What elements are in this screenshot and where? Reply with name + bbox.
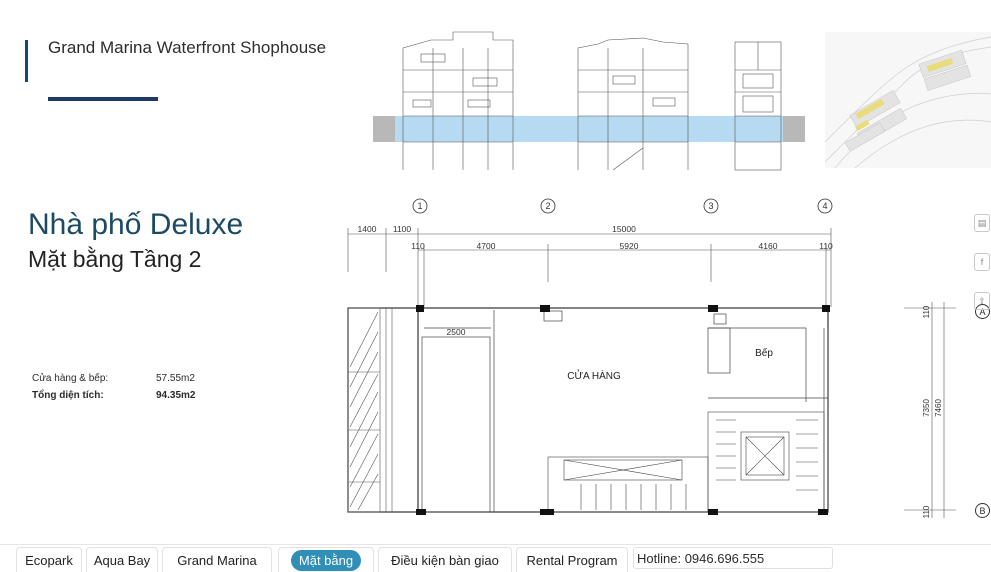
nav-tab-rental-program[interactable]: Rental Program	[516, 547, 628, 572]
dim-label: 4160	[759, 241, 778, 251]
page-title-strong: Nhà phố	[28, 208, 142, 241]
nav-tab-label: Grand Marina	[177, 553, 257, 568]
nav-tab-aqua-bay[interactable]: Aqua Bay	[86, 547, 158, 572]
dim-label: 110	[819, 241, 833, 251]
nav-tab-label: Rental Program	[526, 553, 618, 568]
dim-label: 1100	[393, 224, 412, 234]
nav-tab-dieu-kien-ban-giao[interactable]: Điều kiện bàn giao	[378, 547, 512, 572]
dim-label: 15000	[612, 224, 636, 234]
hotline-text: Hotline: 0946.696.555	[637, 550, 765, 566]
brand-title-bold: Grand Marina	[48, 38, 152, 57]
site-map-thumbnail	[825, 32, 991, 168]
nav-tab-label: Điều kiện bàn giao	[391, 553, 499, 568]
area-row-total: Tổng diện tích: 94.35m2	[32, 387, 212, 404]
grid-marker-label: 2	[545, 201, 550, 211]
share-icon[interactable]: ⇪	[974, 292, 990, 310]
floor-plan-drawing: 1400 1100 15000 110 4700 5920 4160 110 2…	[347, 198, 833, 515]
dim-label: 7460	[934, 399, 943, 417]
dim-label: 110	[922, 305, 931, 318]
page-title: Nhà phố Deluxe	[28, 208, 243, 242]
grid-marker-label: 3	[708, 201, 713, 211]
grid-marker-b: B	[975, 503, 990, 518]
area-value: 94.35m2	[156, 390, 196, 401]
brand-underline	[48, 97, 158, 101]
grid-marker-a: A	[975, 304, 990, 319]
building-section-drawing	[373, 31, 805, 171]
dim-label: 110	[411, 241, 425, 251]
dim-label: 2500	[447, 327, 466, 337]
area-row-shop: Cửa hàng & bếp: 57.55m2	[32, 370, 212, 387]
brand-title: Grand Marina Waterfront Shophouse	[48, 38, 326, 58]
room-label-kitchen: Bếp	[755, 347, 773, 359]
page-subtitle: Mặt bằng Tầng 2	[28, 246, 202, 272]
nav-tab-label: Ecopark	[25, 553, 73, 568]
nav-tab-ecopark[interactable]: Ecopark	[16, 547, 82, 572]
area-label: Cửa hàng & bếp:	[32, 373, 109, 384]
room-label-shop: CỬA HÀNG	[567, 369, 621, 382]
side-icon-column: ▤ f ⇪	[974, 214, 991, 331]
hotline-box[interactable]: Hotline: 0946.696.555	[633, 547, 833, 569]
nav-tab-label: Mặt bằng	[290, 550, 362, 571]
area-value: 57.55m2	[156, 373, 195, 384]
page-title-rest: Deluxe	[149, 208, 244, 241]
dim-label: 4700	[477, 241, 496, 251]
grid-marker-label: 4	[822, 201, 827, 211]
right-dimension-column: 110 7350 7460 110	[904, 302, 956, 518]
document-icon[interactable]: ▤	[974, 214, 990, 232]
dim-label: 1400	[358, 224, 377, 234]
facebook-icon[interactable]: f	[974, 253, 990, 271]
dim-label: 110	[922, 505, 931, 518]
dim-label: 7350	[922, 399, 931, 417]
bottom-navbar: Ecopark Aqua Bay Grand Marina Mặt bằng Đ…	[0, 544, 991, 572]
nav-tab-mat-bang[interactable]: Mặt bằng	[278, 547, 374, 572]
brand-title-rest: Waterfront Shophouse	[156, 38, 327, 57]
dim-label: 5920	[620, 241, 639, 251]
area-label: Tổng diện tích:	[32, 390, 104, 401]
nav-tab-label: Aqua Bay	[93, 553, 151, 568]
area-table: Cửa hàng & bếp: 57.55m2 Tổng diện tích: …	[32, 370, 212, 404]
grid-marker-label: 1	[417, 201, 422, 211]
brand-accent-bar	[25, 40, 28, 82]
nav-tab-grand-marina[interactable]: Grand Marina	[162, 547, 272, 572]
